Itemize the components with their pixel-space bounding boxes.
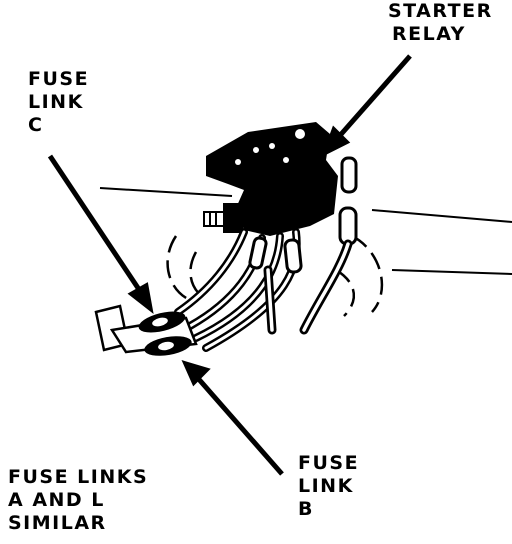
fuse-link-b-label-line-1: FUSE: [298, 452, 360, 474]
wheel-well-arcs: [166, 234, 384, 317]
arrow-starter-relay: [334, 54, 412, 142]
fuse-links-a-l-label-line-2: A AND L: [8, 489, 105, 511]
fuse-links-a-l-label-line-1: FUSE LINKS: [8, 466, 149, 488]
battery-cable-highlight: [266, 242, 350, 332]
starter-relay-label: STARTER RELAY: [388, 0, 493, 46]
fuse-link-b-label-line-2: LINK: [298, 475, 354, 497]
fuse-links-a-l-label: FUSE LINKS A AND L SIMILAR: [8, 466, 148, 535]
arrow-fuse-link-c: [47, 154, 145, 296]
fuse-link-b-label-line-3: B: [298, 498, 314, 520]
fuse-link-c-label-line-1: FUSE: [28, 68, 90, 90]
fuse-link-c-label-line-2: LINK: [28, 91, 84, 113]
fuse-link-c-label: FUSE LINK C: [28, 68, 89, 137]
fuse-link-c-label-line-3: C: [28, 114, 44, 136]
fuse-link-c: [138, 311, 186, 333]
relay-terminal-stud: [203, 203, 243, 233]
fuse-links-a-l-label-line-3: SIMILAR: [8, 512, 107, 534]
fuse-link-b: [144, 336, 192, 356]
fuse-link-b-label: FUSE LINK B: [298, 452, 359, 521]
leader-arrows: [47, 54, 412, 476]
body-panel-lines: [99, 187, 512, 275]
starter-relay-label-line-1: STARTER: [388, 0, 493, 22]
arrow-fuse-link-b: [194, 374, 284, 476]
starter-relay-label-line-2: RELAY: [392, 23, 466, 45]
